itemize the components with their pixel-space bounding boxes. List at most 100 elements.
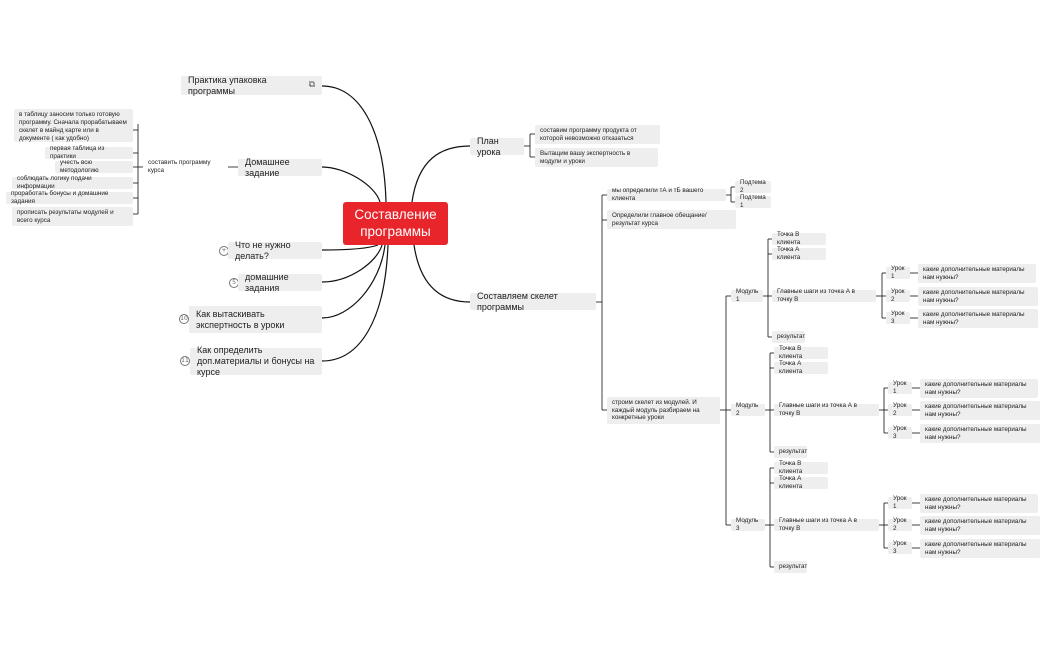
lesson-question[interactable]: какие дополнительные материалы нам нужны…: [918, 287, 1038, 306]
collapsed-branch-icon[interactable]: 11: [180, 356, 190, 366]
topic-homework-label: Домашнее задание: [245, 156, 290, 178]
collapsed-branch-icon[interactable]: 10: [179, 314, 189, 324]
topic-practice[interactable]: Практика упаковка программы ⧉: [181, 74, 322, 96]
plan-item-label: Вытащим вашу экспертность в модули и уро…: [540, 149, 631, 165]
module-label: Модуль 2: [736, 402, 759, 417]
topic-practice-label: Практика упаковка программы: [188, 74, 267, 96]
module-node[interactable]: Модуль 3: [731, 517, 765, 532]
point-a-label: Точка А клиента: [779, 360, 803, 375]
subtopic[interactable]: Подтема 1: [735, 194, 771, 209]
steps-label: Главные шаги из точка А в точку В: [779, 517, 858, 532]
module-result[interactable]: результат: [774, 446, 807, 458]
lesson-label: Урок 3: [893, 425, 907, 440]
point-a-label: Точка А клиента: [779, 475, 803, 490]
topic-skeleton-label: Составляем скелет программы: [477, 290, 558, 312]
lesson-question[interactable]: какие дополнительные материалы нам нужны…: [920, 401, 1040, 420]
lesson-node[interactable]: Урок 2: [886, 288, 910, 303]
lesson-node[interactable]: Урок 3: [888, 425, 912, 440]
lesson-question[interactable]: какие дополнительные материалы нам нужны…: [920, 494, 1038, 513]
lesson-question[interactable]: какие дополнительные материалы нам нужны…: [918, 264, 1036, 283]
module-point-b[interactable]: Точка В клиента: [774, 345, 828, 360]
lesson-question[interactable]: какие дополнительные материалы нам нужны…: [920, 539, 1040, 558]
lesson-question[interactable]: какие дополнительные материалы нам нужны…: [918, 309, 1038, 328]
lesson-label: Урок 3: [893, 540, 907, 555]
homework-item-label: в таблицу заносим только готовую програм…: [19, 111, 127, 142]
topic-home-tasks[interactable]: домашние задания: [238, 271, 322, 293]
topic-expertise[interactable]: Как вытаскивать экспертность в уроки: [189, 306, 322, 333]
homework-item[interactable]: прописать результаты модулей и всего кур…: [12, 207, 133, 226]
module-point-a[interactable]: Точка А клиента: [774, 360, 828, 375]
steps-label: Главные шаги из точка А в точку В: [779, 402, 858, 417]
lesson-node[interactable]: Урок 3: [888, 540, 912, 555]
topic-home-tasks-label: домашние задания: [245, 271, 289, 293]
external-link-icon[interactable]: ⧉: [308, 80, 315, 91]
homework-item-label: учесть всю методологию: [60, 159, 99, 174]
homework-item-label: первая таблица из практики: [50, 145, 105, 160]
lesson-node[interactable]: Урок 2: [888, 402, 912, 417]
subtopic-label: Подтема 1: [740, 194, 766, 209]
module-steps[interactable]: Главные шаги из точка А в точку В: [774, 402, 879, 417]
lesson-label: Урок 1: [893, 495, 907, 510]
topic-what-not-label: Что не нужно делать?: [235, 239, 291, 261]
lesson-question[interactable]: какие дополнительные материалы нам нужны…: [920, 379, 1038, 398]
module-result[interactable]: результат: [772, 331, 805, 343]
plan-item[interactable]: составим программу продукта от которой н…: [535, 125, 660, 144]
lesson-node[interactable]: Урок 1: [888, 495, 912, 510]
point-b-label: Точка В клиента: [777, 231, 801, 246]
module-point-a[interactable]: Точка А клиента: [774, 475, 828, 490]
lesson-question[interactable]: какие дополнительные материалы нам нужны…: [920, 424, 1040, 443]
lesson-question-label: какие дополнительные материалы нам нужны…: [925, 380, 1027, 396]
module-steps[interactable]: Главные шаги из точка А в точку В: [772, 288, 876, 303]
skeleton-promise-label: Определили главное обещание/результат ку…: [612, 211, 707, 227]
module-point-b[interactable]: Точка В клиента: [774, 460, 828, 475]
topic-lesson-plan[interactable]: План урока: [470, 136, 524, 157]
steps-label: Главные шаги из точка А в точку В: [777, 288, 856, 303]
topic-homework[interactable]: Домашнее задание: [238, 156, 322, 178]
module-point-b[interactable]: Точка В клиента: [772, 231, 826, 246]
central-topic-label: Составление программы: [354, 207, 437, 239]
module-node[interactable]: Модуль 1: [731, 288, 763, 303]
subtopic[interactable]: Подтема 2: [735, 179, 771, 194]
module-steps[interactable]: Главные шаги из точка А в точку В: [774, 517, 879, 532]
lesson-label: Урок 3: [891, 310, 905, 325]
skeleton-build[interactable]: строим скелет из модулей. И каждый модул…: [607, 397, 720, 424]
topic-skeleton[interactable]: Составляем скелет программы: [470, 290, 596, 312]
lesson-label: Урок 2: [893, 402, 907, 417]
result-label: результат: [779, 448, 808, 456]
lesson-question[interactable]: какие дополнительные материалы нам нужны…: [920, 516, 1040, 535]
homework-item-label: соблюдать логику подачи информации: [17, 175, 92, 190]
homework-item[interactable]: соблюдать логику подачи информации: [12, 175, 133, 190]
lesson-question-label: какие дополнительные материалы нам нужны…: [923, 288, 1025, 304]
topic-what-not-to-do[interactable]: Что не нужно делать?: [228, 239, 322, 261]
homework-item[interactable]: первая таблица из практики: [45, 145, 133, 160]
point-b-label: Точка В клиента: [779, 460, 803, 475]
lesson-label: Урок 2: [891, 288, 905, 303]
lesson-node[interactable]: Урок 2: [888, 517, 912, 532]
skeleton-promise[interactable]: Определили главное обещание/результат ку…: [607, 210, 736, 229]
module-node[interactable]: Модуль 2: [731, 402, 765, 417]
skeleton-ta-tb[interactable]: мы определили тА и тБ вашего клиента: [607, 187, 726, 202]
homework-item-label: прописать результаты модулей и всего кур…: [17, 208, 114, 224]
lesson-node[interactable]: Урок 1: [886, 265, 910, 280]
lesson-question-label: какие дополнительные материалы нам нужны…: [923, 310, 1025, 326]
homework-item[interactable]: учесть всю методологию: [55, 159, 133, 174]
lesson-node[interactable]: Урок 3: [886, 310, 910, 325]
result-label: результат: [777, 333, 806, 341]
module-result[interactable]: результат: [774, 561, 807, 573]
topic-materials[interactable]: Как определить доп.материалы и бонусы на…: [190, 345, 322, 377]
lesson-question-label: какие дополнительные материалы нам нужны…: [925, 517, 1027, 533]
homework-item[interactable]: проработать бонусы и домашние задания: [6, 190, 133, 205]
plan-item-label: составим программу продукта от которой н…: [540, 126, 637, 142]
homework-item-label: проработать бонусы и домашние задания: [11, 190, 109, 205]
lesson-label: Урок 1: [893, 380, 907, 395]
homework-sub-topic[interactable]: составить программу курса: [143, 159, 228, 174]
lesson-question-label: какие дополнительные материалы нам нужны…: [925, 402, 1027, 418]
plan-item[interactable]: Вытащим вашу экспертность в модули и уро…: [535, 148, 658, 167]
lesson-node[interactable]: Урок 1: [888, 380, 912, 395]
subtopic-label: Подтема 2: [740, 179, 766, 194]
module-point-a[interactable]: Точка А клиента: [772, 246, 826, 261]
homework-item[interactable]: в таблицу заносим только готовую програм…: [14, 109, 133, 142]
central-topic[interactable]: Составление программы: [343, 202, 448, 245]
